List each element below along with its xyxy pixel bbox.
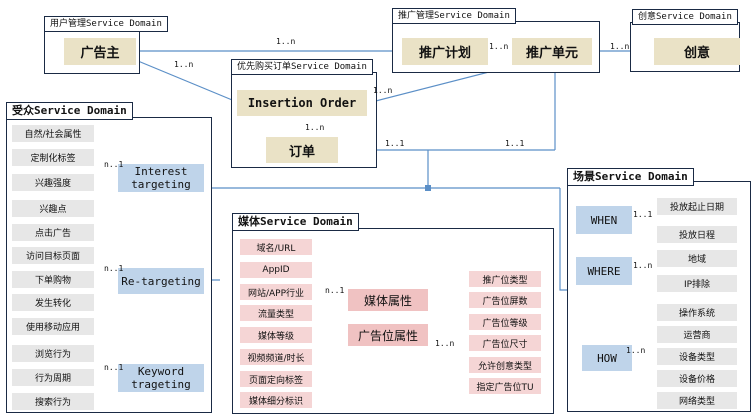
scene-item: IP排除: [657, 275, 737, 292]
audience-item: 自然/社会属性: [12, 125, 94, 142]
junction-dot: [425, 185, 431, 191]
media-attr-box[interactable]: 媒体属性: [348, 289, 428, 311]
multiplicity-label: 1..1: [633, 210, 653, 219]
audience-item: 下单购物: [12, 271, 94, 288]
media-item: 网站/APP行业: [240, 284, 312, 300]
multiplicity-label: 1..n: [305, 123, 325, 132]
audience-item: 搜索行为: [12, 393, 94, 410]
scene-domain-title: 场景Service Domain: [567, 168, 694, 186]
audience-item: 访问目标页面: [12, 247, 94, 264]
scene-item: 设备价格: [657, 370, 737, 387]
plan-box[interactable]: 推广计划: [402, 38, 488, 65]
scene-item: 投放起止日期: [657, 198, 737, 215]
scene-item: 操作系统: [657, 304, 737, 321]
where-box[interactable]: WHERE: [576, 257, 632, 285]
audience-domain-title: 受众Service Domain: [6, 102, 133, 120]
audience-item: 行为周期: [12, 369, 94, 386]
keyword-targeting-box[interactable]: Keyword trageting: [118, 364, 204, 392]
media-item: 流量类型: [240, 305, 312, 321]
media-item: 域名/URL: [240, 239, 312, 255]
media-domain-title: 媒体Service Domain: [232, 213, 359, 231]
creative-box[interactable]: 创意: [654, 38, 740, 65]
multiplicity-label: 1..n: [435, 339, 455, 348]
insertion-order-box[interactable]: Insertion Order: [237, 90, 367, 116]
scene-item: 投放日程: [657, 226, 737, 243]
slot-item: 广告位等级: [469, 314, 541, 330]
slot-item: 广告位尺寸: [469, 335, 541, 351]
multiplicity-label: 1..n: [174, 60, 194, 69]
scene-item: 地域: [657, 250, 737, 267]
user-domain-title: 用户管理Service Domain: [44, 16, 168, 32]
multiplicity-label: 1..1: [385, 139, 405, 148]
multiplicity-label: 1..1: [505, 139, 525, 148]
slot-item: 推广位类型: [469, 271, 541, 287]
unit-box[interactable]: 推广单元: [512, 38, 592, 65]
audience-item: 使用移动应用: [12, 318, 94, 335]
media-item: 页面定向标签: [240, 371, 312, 387]
slot-item: 允许创意类型: [469, 357, 541, 373]
audience-item: 兴趣强度: [12, 174, 94, 191]
multiplicity-label: 1..n: [373, 86, 393, 95]
multiplicity-label: n..1: [104, 160, 124, 169]
creative-domain-title: 创意Service Domain: [632, 9, 738, 25]
scene-item: 运营商: [657, 326, 737, 343]
multiplicity-label: n..1: [325, 286, 345, 295]
media-item: 视频频道/时长: [240, 349, 312, 365]
multiplicity-label: n..1: [104, 264, 124, 273]
slot-item: 广告位屏数: [469, 292, 541, 308]
audience-item: 浏览行为: [12, 345, 94, 362]
media-item: AppID: [240, 262, 312, 278]
interest-targeting-box[interactable]: Interest targeting: [118, 164, 204, 192]
audience-item: 发生转化: [12, 294, 94, 311]
when-box[interactable]: WHEN: [576, 206, 632, 234]
promo-domain-title: 推广管理Service Domain: [392, 8, 516, 24]
media-item: 媒体等级: [240, 327, 312, 343]
multiplicity-label: 1..n: [610, 42, 630, 51]
order-box[interactable]: 订单: [266, 137, 338, 163]
order-domain-title: 优先购买订单Service Domain: [231, 59, 373, 75]
how-box[interactable]: HOW: [582, 345, 632, 371]
scene-item: 网络类型: [657, 392, 737, 409]
advertiser-box[interactable]: 广告主: [64, 38, 136, 65]
multiplicity-label: 1..n: [489, 42, 509, 51]
multiplicity-label: 1..n: [633, 261, 653, 270]
multiplicity-label: 1..n: [626, 346, 646, 355]
slot-item: 指定广告位TU: [469, 378, 541, 394]
slot-attr-box[interactable]: 广告位属性: [348, 324, 428, 346]
scene-item: 设备类型: [657, 348, 737, 365]
media-item: 媒体细分标识: [240, 392, 312, 408]
multiplicity-label: n..1: [104, 363, 124, 372]
audience-item: 点击广告: [12, 224, 94, 241]
multiplicity-label: 1..n: [276, 37, 296, 46]
audience-item: 定制化标签: [12, 149, 94, 166]
retargeting-box[interactable]: Re-targeting: [118, 268, 204, 294]
audience-item: 兴趣点: [12, 200, 94, 217]
